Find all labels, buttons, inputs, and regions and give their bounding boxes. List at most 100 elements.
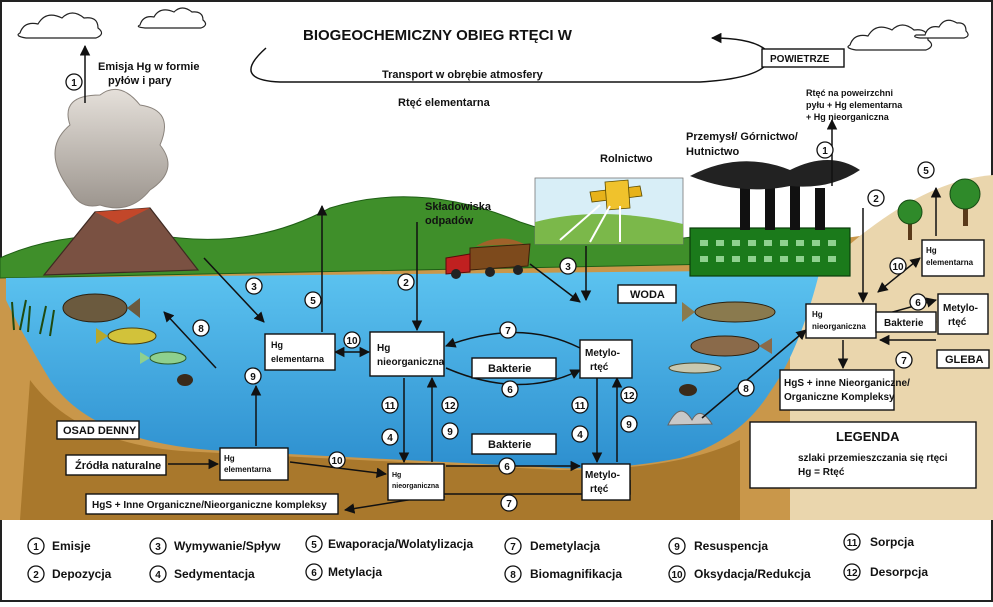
legend-num: 6	[311, 568, 317, 579]
fish-icon	[690, 335, 772, 357]
step-marker-4: 4	[381, 428, 399, 446]
svg-text:11: 11	[385, 401, 396, 412]
step-marker-11: 11	[571, 396, 589, 414]
step-marker-7: 7	[499, 321, 517, 339]
factory-icon	[689, 160, 860, 277]
legenda-line1: szlaki przemieszczania się rtęci	[798, 453, 948, 464]
emisja-label-line2: pyłów i pary	[108, 75, 172, 87]
hg-nieorganiczna-water-text: nieorganiczna	[377, 357, 445, 368]
svg-text:3: 3	[565, 262, 571, 273]
legenda-box	[749, 421, 977, 489]
cloud-icon	[137, 7, 207, 29]
step-marker-2: 2	[867, 189, 885, 207]
hg-nieorganiczna-sediment-text: nieorganiczna	[392, 483, 439, 490]
crop-duster-scene	[534, 177, 684, 245]
hgs-right-line2: Organiczne Kompleksy	[784, 392, 895, 403]
svg-text:12: 12	[623, 391, 635, 402]
coral-icon	[667, 410, 713, 426]
skladowiska-line2: odpadów	[425, 215, 474, 227]
svg-text:10: 10	[892, 262, 904, 273]
metylortec-water-line2: rtęć	[590, 362, 609, 373]
legend-key: 6 Metylacja	[305, 563, 382, 581]
legend-key: 9 Resuspencja	[668, 537, 768, 555]
hg-nieorganiczna-soil-box	[805, 303, 877, 339]
legend-text: Wymywanie/Spływ	[174, 539, 281, 553]
step-marker-8: 8	[192, 319, 210, 337]
step-marker-3: 3	[559, 257, 577, 275]
svg-text:7: 7	[901, 356, 907, 367]
legend-num: 5	[311, 540, 317, 551]
hgs-right-box	[779, 369, 895, 411]
rtec-pyl-line3: + Hg nieorganiczna	[806, 112, 890, 122]
hg-elementarna-sediment-box	[219, 447, 289, 481]
fish-icon	[96, 327, 157, 345]
bakterie-water-label: Bakterie	[488, 363, 531, 375]
metylortec-water-line1: Metylo-	[585, 348, 620, 359]
svg-text:9: 9	[250, 372, 256, 383]
step-marker-2: 2	[397, 273, 415, 291]
reeds-icon	[11, 299, 55, 337]
svg-text:11: 11	[575, 401, 586, 412]
legend-num: 4	[155, 570, 161, 581]
step-marker-7: 7	[895, 351, 913, 369]
rtec-elementarna-label: Rtęć elementarna	[398, 97, 491, 109]
step-marker-5: 5	[304, 291, 322, 309]
sediment-bottom	[20, 380, 740, 520]
gleba-box	[936, 349, 990, 369]
bakterie-soil-label: Bakterie	[884, 318, 924, 329]
svg-text:9: 9	[447, 427, 453, 438]
cloud-icon	[847, 24, 933, 51]
bakterie-water-box	[471, 357, 557, 379]
legend-num: 7	[510, 542, 516, 553]
legend-text: Sedymentacja	[174, 567, 255, 581]
legend-key: 2 Depozycja	[27, 565, 112, 583]
svg-text:2: 2	[403, 278, 409, 289]
gleba-label: GLEBA	[945, 354, 984, 366]
step-marker-12: 12	[441, 396, 459, 414]
legend-num: 12	[846, 568, 858, 579]
diagram-title: BIOGEOCHEMICZNY OBIEG RTĘCI W	[303, 27, 573, 44]
bakterie-sediment-label: Bakterie	[488, 439, 531, 451]
legend-num: 1	[33, 542, 39, 553]
svg-text:8: 8	[198, 324, 204, 335]
skladowiska-line1: Składowiska	[425, 201, 492, 213]
legend-key: 8 Biomagnifikacja	[504, 565, 622, 583]
zrodla-label: Źródła naturalne	[75, 459, 161, 472]
step-marker-9: 9	[244, 367, 262, 385]
przemysl-line2: Hutnictwo	[686, 146, 739, 158]
legend-band	[2, 520, 991, 600]
crab-icon	[177, 374, 193, 386]
bakterie-sediment-box	[471, 433, 557, 455]
step-marker-8: 8	[737, 379, 755, 397]
step-marker-10: 10	[343, 331, 361, 349]
step-markers: 1 1 5 2 3 5 2 3 8 10 7 6 9 11 12 4 9 11 …	[65, 73, 935, 512]
step-marker-4: 4	[571, 425, 589, 443]
volcano-icon	[42, 88, 200, 276]
rtec-pyl-line2: pyłu + Hg elementarna	[806, 100, 903, 110]
legend-num: 10	[671, 570, 683, 581]
transport-label: Transport w obrębie atmosfery	[382, 69, 544, 81]
osad-denny-label: OSAD DENNY	[63, 425, 137, 437]
svg-text:7: 7	[506, 499, 512, 510]
hgs-bottom-label: HgS + Inne Organiczne/Nieorganiczne komp…	[92, 500, 327, 511]
cloud-icon	[914, 19, 969, 39]
truck-icon	[445, 238, 531, 279]
hg-elementarna-sediment-text: elementarna	[224, 465, 272, 474]
hg-nieorganiczna-sediment-box	[387, 463, 445, 501]
step-marker-1: 1	[65, 73, 83, 91]
przemysl-line1: Przemysł/ Górnictwo/	[686, 131, 798, 143]
legend-text: Ewaporacja/Wolatylizacja	[328, 537, 473, 551]
svg-text:1: 1	[822, 146, 828, 157]
legend-key: 4 Sedymentacja	[149, 565, 255, 583]
svg-text:1: 1	[71, 78, 77, 89]
step-marker-6: 6	[501, 380, 519, 398]
hg-nieorganiczna-soil-hg: Hg	[812, 310, 823, 319]
crab-icon	[679, 384, 697, 396]
rtec-pyl-line1: Rtęć na poweirzchni	[806, 88, 893, 98]
bakterie-soil-box	[875, 311, 937, 333]
step-marker-5: 5	[917, 161, 935, 179]
step-marker-1: 1	[816, 141, 834, 159]
svg-text:4: 4	[577, 430, 583, 441]
metylortec-sediment-line2: rtęć	[590, 484, 609, 495]
